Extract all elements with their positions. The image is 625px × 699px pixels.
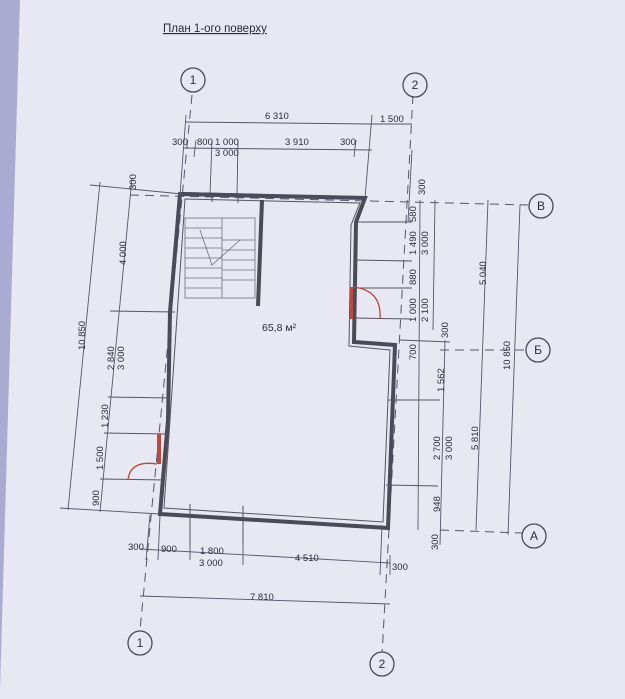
- dim-top-right-extra: 1 500: [380, 114, 404, 125]
- axis-bubble-1-top: 1: [180, 67, 206, 93]
- staircase: [184, 217, 256, 299]
- svg-text:2: 2: [379, 657, 386, 671]
- svg-text:1: 1: [190, 73, 197, 87]
- dim-left-4000: 4 000: [118, 241, 129, 265]
- dim-left-3000: 3 000: [116, 346, 127, 370]
- dim-left-300: 300: [128, 174, 139, 190]
- dim-right-948: 948: [432, 496, 443, 512]
- dim-right-2700: 2 700: [432, 436, 443, 460]
- dim-left-overall: 10 850: [77, 321, 88, 350]
- dim-bottom-3000: 3 000: [199, 558, 223, 569]
- svg-text:В: В: [537, 199, 545, 213]
- dim-bottom-900: 900: [161, 544, 177, 555]
- axis-bubble-2-top: 2: [402, 72, 428, 98]
- axis-bubble-v: В: [528, 193, 554, 219]
- left-dimension-lines: [59, 177, 183, 515]
- dim-bottom-4510: 4 510: [295, 553, 319, 564]
- dim-right-2100: 2 100: [420, 298, 431, 322]
- dim-right-1562: 1 562: [436, 368, 447, 392]
- dim-top-1000: 1 000: [215, 137, 239, 148]
- dim-right-700: 700: [408, 344, 419, 360]
- dim-left-1500: 1 500: [95, 446, 106, 470]
- dim-bottom-overall: 7 810: [250, 592, 274, 603]
- axis-bubble-b: Б: [525, 337, 551, 363]
- room-area-label: 65,8 м²: [262, 322, 297, 334]
- dim-right-5040: 5 040: [478, 261, 489, 285]
- dim-right-5810: 5 810: [470, 426, 481, 450]
- dim-right-3000-b: 3 000: [444, 436, 455, 460]
- right-dimension-lines: [399, 149, 521, 546]
- dim-top-overall: 6 310: [265, 111, 289, 122]
- dim-bottom-1800: 1 800: [200, 546, 224, 557]
- bottom-dimension-lines: [139, 514, 391, 605]
- svg-text:Б: Б: [534, 343, 542, 357]
- dim-top-800: 800: [197, 137, 213, 148]
- svg-text:А: А: [530, 529, 538, 543]
- dim-right-300-top: 300: [417, 179, 428, 195]
- dim-right-1490: 1 490: [408, 231, 419, 255]
- axis-bubble-a: А: [521, 523, 547, 549]
- dim-right-580: 580: [408, 206, 419, 222]
- dim-right-1000: 1 000: [408, 298, 419, 322]
- dim-right-300-bot: 300: [430, 534, 441, 550]
- axis-bubble-1-bottom: 1: [127, 630, 153, 656]
- axis-bubble-2-bottom: 2: [369, 651, 395, 677]
- dim-right-880: 880: [408, 269, 419, 285]
- dim-left-2840: 2 840: [106, 346, 117, 370]
- door-left: [127, 434, 161, 481]
- building-walls: [99, 191, 440, 545]
- dim-right-3000-a: 3 000: [420, 231, 431, 255]
- svg-text:2: 2: [412, 78, 419, 92]
- dim-bottom-300-right: 300: [392, 562, 408, 573]
- dim-top-300-left: 300: [172, 137, 188, 148]
- dim-right-300-mid: 300: [440, 322, 451, 338]
- dim-bottom-300-left: 300: [128, 542, 144, 553]
- axis-line-v: [129, 194, 529, 206]
- plan-title: План 1-ого поверху: [163, 23, 267, 35]
- dim-left-900: 900: [91, 490, 102, 506]
- dim-top-300-right: 300: [340, 137, 356, 148]
- door-right: [350, 286, 381, 320]
- dim-right-overall: 10 850: [502, 341, 513, 370]
- dim-top-3000: 3 000: [215, 148, 239, 159]
- dim-top-3910: 3 910: [285, 137, 309, 148]
- svg-text:1: 1: [137, 636, 144, 650]
- axis-line-2: [381, 94, 414, 656]
- dim-left-1230: 1 230: [100, 404, 111, 428]
- top-dimension-lines: [179, 114, 412, 199]
